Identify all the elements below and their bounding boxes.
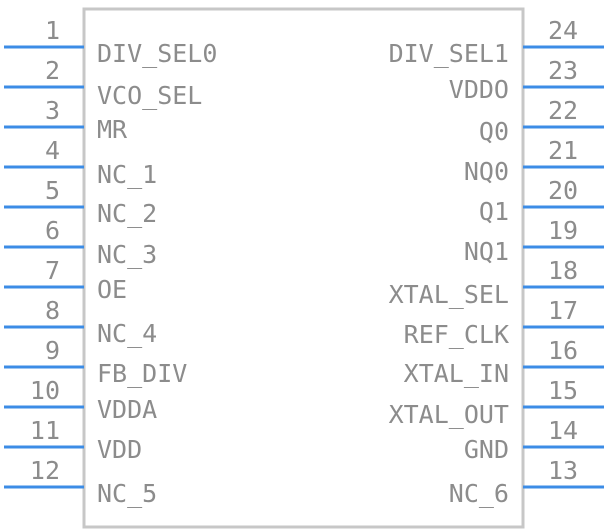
pin-number-13: 13 <box>548 456 578 485</box>
pin-number-2: 2 <box>45 56 60 85</box>
pin-number-5: 5 <box>45 176 60 205</box>
pin-label-1: DIV_SEL0 <box>97 39 217 68</box>
pin-label-6: NC_3 <box>97 240 157 269</box>
pin-number-12: 12 <box>30 456 60 485</box>
pin-number-17: 17 <box>548 296 578 325</box>
pin-number-24: 24 <box>548 16 578 45</box>
pin-number-3: 3 <box>45 96 60 125</box>
pin-label-8: NC_4 <box>97 319 157 348</box>
pin-label-5: NC_2 <box>97 199 157 228</box>
pin-label-24: DIV_SEL1 <box>389 39 509 68</box>
pin-label-11: VDD <box>97 435 142 464</box>
pin-label-15: XTAL_OUT <box>389 400 509 429</box>
pin-label-16: XTAL_IN <box>404 359 509 388</box>
pin-label-12: NC_5 <box>97 479 157 508</box>
pin-label-2: VCO_SEL <box>97 81 202 110</box>
pin-label-7: OE <box>97 275 127 304</box>
pin-number-9: 9 <box>45 336 60 365</box>
pin-number-15: 15 <box>548 376 578 405</box>
pin-label-17: REF_CLK <box>404 320 509 349</box>
pin-label-20: Q1 <box>479 197 509 226</box>
pin-label-21: NQ0 <box>464 157 509 186</box>
pin-label-9: FB_DIV <box>97 359 187 388</box>
pin-number-23: 23 <box>548 56 578 85</box>
pin-label-3: MR <box>97 115 128 144</box>
pin-number-8: 8 <box>45 296 60 325</box>
pin-number-18: 18 <box>548 256 578 285</box>
pin-number-16: 16 <box>548 336 578 365</box>
pin-number-7: 7 <box>45 256 60 285</box>
pin-number-4: 4 <box>45 136 60 165</box>
pin-label-18: XTAL_SEL <box>389 280 509 309</box>
ic-body-outline <box>82 7 525 529</box>
pin-label-4: NC_1 <box>97 160 157 189</box>
pin-number-11: 11 <box>30 416 60 445</box>
pin-number-10: 10 <box>30 376 60 405</box>
pin-label-22: Q0 <box>479 117 509 146</box>
pin-label-13: NC_6 <box>449 479 509 508</box>
pin-number-19: 19 <box>548 216 578 245</box>
pin-number-6: 6 <box>45 216 60 245</box>
pin-label-10: VDDA <box>97 395 157 424</box>
pin-number-20: 20 <box>548 176 578 205</box>
pin-number-22: 22 <box>548 96 578 125</box>
pin-label-23: VDDO <box>449 75 509 104</box>
pin-number-21: 21 <box>548 136 578 165</box>
pin-label-19: NQ1 <box>464 237 509 266</box>
pin-label-14: GND <box>464 435 509 464</box>
pin-number-1: 1 <box>45 16 60 45</box>
pin-number-14: 14 <box>548 416 578 445</box>
